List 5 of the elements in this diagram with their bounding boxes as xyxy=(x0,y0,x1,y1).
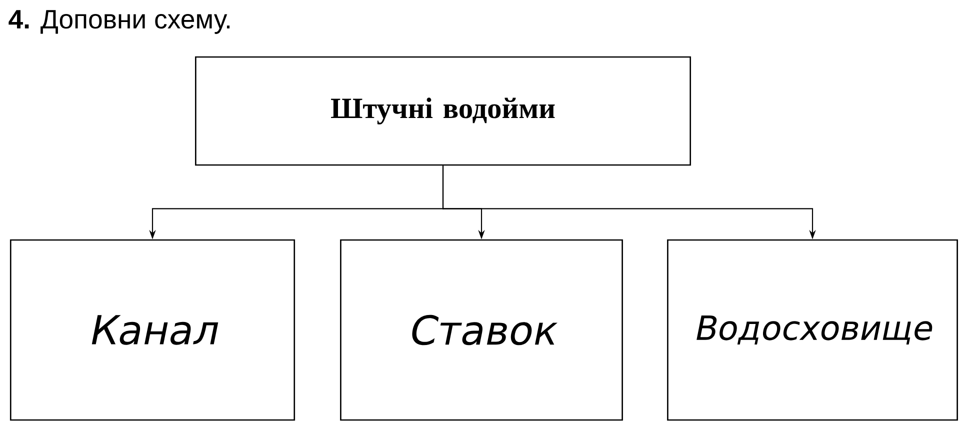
heading-box: Штучні водойми xyxy=(195,56,692,166)
answer-box: Ставок xyxy=(340,239,623,421)
answer-box: Водосховище xyxy=(667,239,958,421)
task-title: 4. Доповни схему. xyxy=(8,10,230,34)
answer-box: Канал xyxy=(10,239,296,421)
